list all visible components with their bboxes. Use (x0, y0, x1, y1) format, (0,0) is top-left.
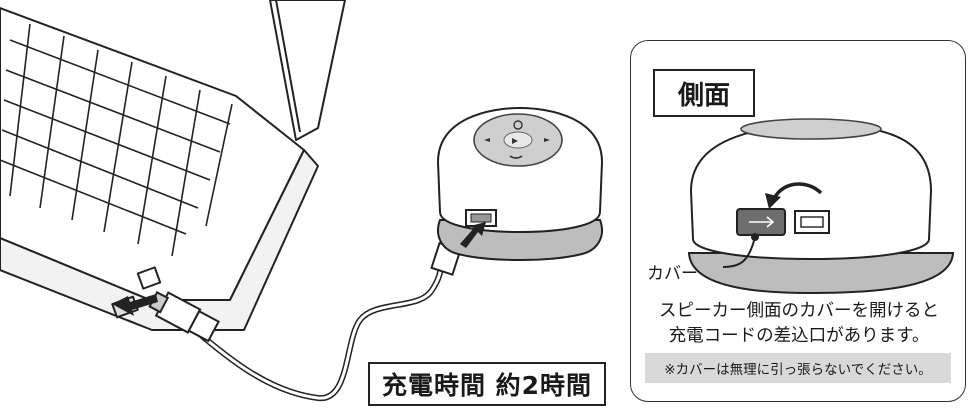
side-view-description: スピーカー側面のカバーを開けると 充電コードの差込口があります。 (631, 299, 965, 349)
cover-label: カバー (647, 264, 698, 284)
caution-note: ※カバーは無理に引っ張らないでください。 (645, 353, 951, 383)
side-view-panel: 側面 カバー スピーカー側面のカバーを開けると 充電コードの差込口があります。 … (630, 40, 966, 402)
usb-port-icon (749, 216, 775, 228)
speaker-icon (436, 106, 604, 261)
side-view-title: 側面 (653, 69, 755, 117)
arrow-icon (112, 294, 158, 316)
play-pause-icon (512, 138, 518, 144)
laptop-icon (0, 0, 346, 331)
next-icon (544, 138, 550, 142)
charging-time-label: 充電時間 約2時間 (368, 362, 606, 406)
phone-icon (509, 155, 523, 159)
side-view-illustration (687, 118, 955, 295)
arrow-icon (460, 222, 486, 248)
power-icon (513, 120, 523, 130)
description-line: 充電コードの差込口があります。 (668, 326, 930, 346)
prev-icon (484, 138, 490, 142)
description-line: スピーカー側面のカバーを開けると (659, 301, 939, 321)
